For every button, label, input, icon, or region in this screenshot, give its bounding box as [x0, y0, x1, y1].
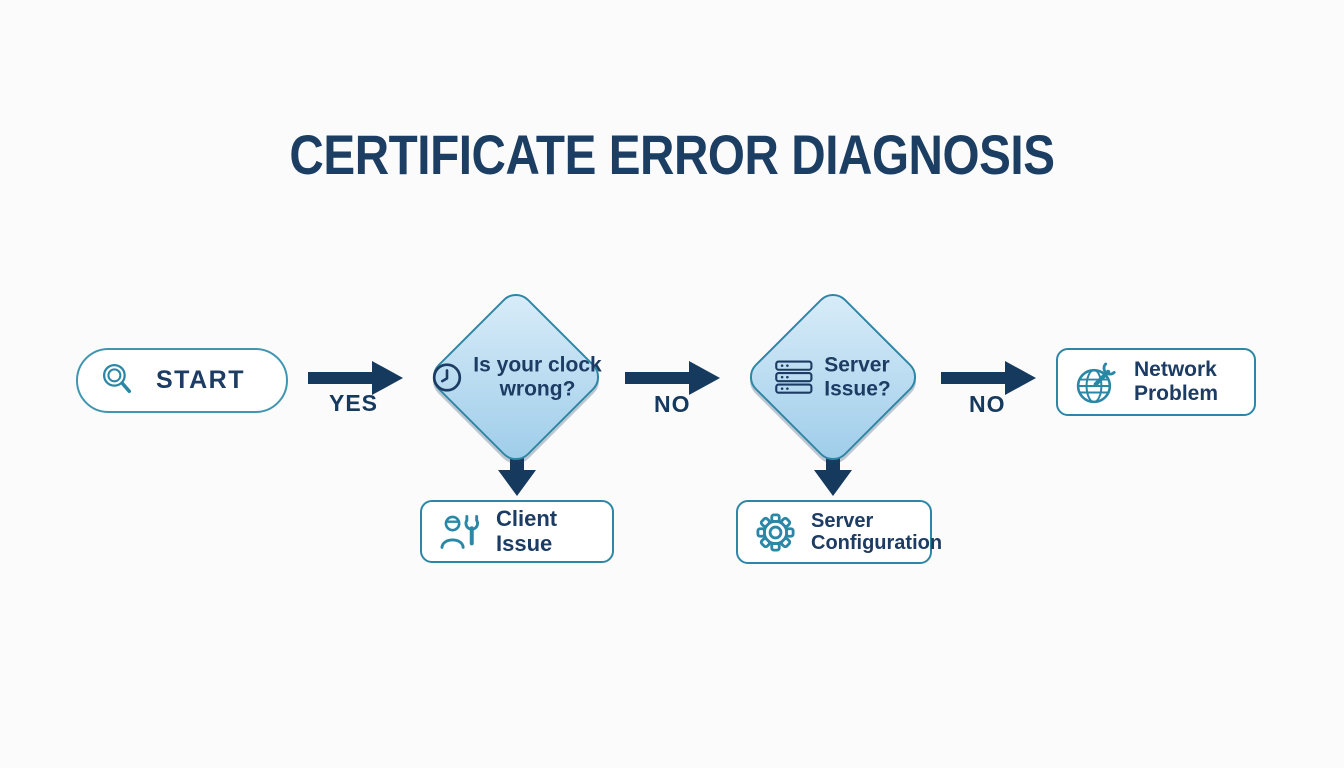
start-node: START — [76, 348, 288, 413]
decision-server-issue: Server Issue? — [742, 286, 924, 468]
outcome-client-issue: Client Issue — [420, 500, 614, 563]
outcome-network-problem: Network Problem — [1056, 348, 1256, 416]
gear-icon — [752, 509, 799, 556]
arrow-start-to-clock-decision — [308, 361, 403, 395]
outcome-server-config-label: Server Configuration — [811, 509, 943, 554]
connector-label-no-1: NO — [654, 391, 691, 417]
search-icon — [100, 362, 137, 399]
decision-clock-wrong: Is your clock wrong? — [425, 286, 607, 468]
server-icon — [775, 360, 815, 394]
outcome-network-label: Network Problem — [1134, 358, 1219, 405]
clock-icon — [430, 360, 464, 394]
globe-wrench-icon — [1074, 359, 1121, 406]
start-label: START — [156, 366, 245, 394]
connector-label-no-2: NO — [969, 391, 1006, 417]
technician-wrench-icon — [438, 510, 483, 553]
page-title: CERTIFICATE ERROR DIAGNOSIS — [289, 122, 1055, 186]
outcome-server-configuration: Server Configuration — [736, 500, 942, 564]
connector-label-yes: YES — [329, 390, 379, 416]
arrow-clock-to-server-decision — [625, 361, 720, 395]
arrow-server-to-network — [941, 361, 1036, 395]
decision-server-label: Server Issue? — [824, 353, 891, 400]
decision-clock-label: Is your clock wrong? — [473, 353, 602, 400]
outcome-client-label: Client Issue — [496, 505, 558, 556]
